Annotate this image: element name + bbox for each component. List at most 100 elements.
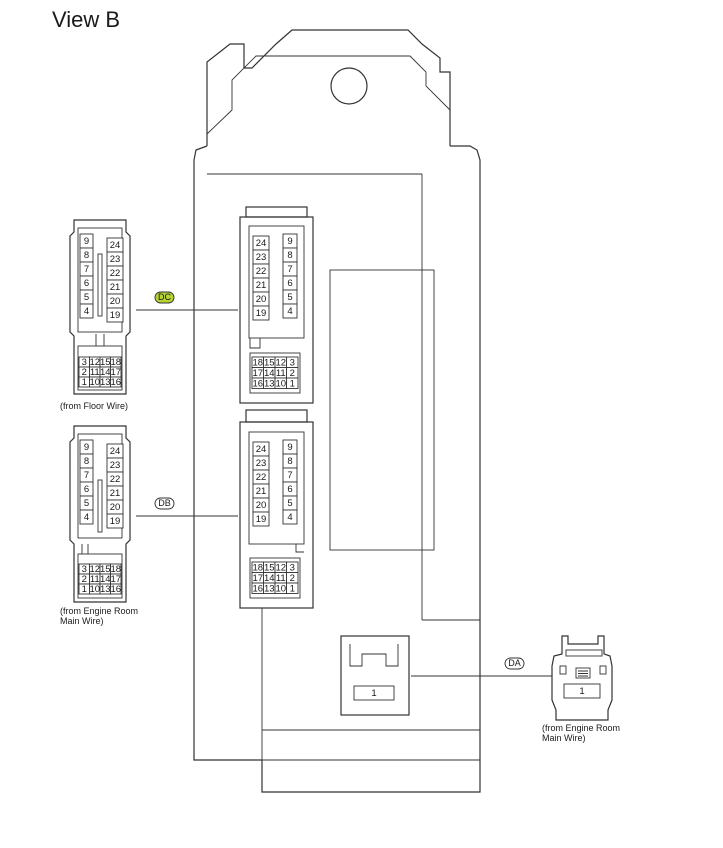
db-socket-pin: 9 xyxy=(287,442,292,453)
db-plug-caption-line2: Main Wire) xyxy=(60,616,104,626)
dc-plug-pin: 1 xyxy=(82,377,87,388)
dc-socket-pin: 10 xyxy=(275,378,286,389)
db-socket-pin: 8 xyxy=(287,456,292,467)
db-plug-pin: 10 xyxy=(89,584,100,595)
db-plug-pin: 1 xyxy=(82,584,87,595)
dc-plug-pin: 8 xyxy=(84,250,89,261)
dc-plug-pin: 14 xyxy=(100,367,111,378)
db-plug-pin: 23 xyxy=(110,460,121,471)
dc-plug-pin: 11 xyxy=(90,367,100,378)
dc-socket-pin: 22 xyxy=(256,266,267,277)
db-socket-pin: 1 xyxy=(290,583,295,594)
db-plug-pin: 6 xyxy=(84,484,89,495)
dc-plug-pin: 20 xyxy=(110,296,121,307)
da-socket-pin: 1 xyxy=(371,688,376,699)
db-socket-pin: 21 xyxy=(256,486,267,497)
dc-socket-pin: 17 xyxy=(252,368,263,379)
da-plug-pin: 1 xyxy=(579,686,584,697)
dc-plug-pin: 19 xyxy=(110,310,121,321)
dc-socket-pin-cell xyxy=(252,305,270,321)
dc-socket-pin: 19 xyxy=(256,308,267,319)
db-socket-pin: 24 xyxy=(256,444,267,455)
view-title: View B xyxy=(52,7,120,32)
dc-plug-pin: 18 xyxy=(110,357,121,368)
dc-socket-pin: 2 xyxy=(290,368,295,379)
dc-plug-pin: 13 xyxy=(100,377,111,388)
dc-plug-pin: 24 xyxy=(110,240,121,251)
db-plug-pin: 22 xyxy=(110,474,121,485)
da-code-badge: DA xyxy=(504,657,525,670)
da-plug-caption-line2: Main Wire) xyxy=(542,733,586,743)
dc-socket-pin: 24 xyxy=(256,238,267,249)
dc-plug-pin: 3 xyxy=(82,357,87,368)
db-socket-pin: 13 xyxy=(264,583,275,594)
db-plug-caption-line1: (from Engine Room xyxy=(60,606,138,616)
db-socket-pin: 6 xyxy=(287,484,292,495)
db-socket-pin: 7 xyxy=(287,470,292,481)
db-plug-pin-cell xyxy=(79,509,94,525)
db-socket-pin: 18 xyxy=(252,562,263,573)
dc-plug-pin-cell xyxy=(106,307,124,323)
dc-socket-pin-cell xyxy=(286,377,299,389)
db-plug-pin-cell xyxy=(106,513,124,529)
db-socket-pin: 17 xyxy=(252,573,263,584)
connector-da-plug: 1 xyxy=(551,635,613,721)
db-socket-pin: 14 xyxy=(264,573,275,584)
dc-plug-pin: 6 xyxy=(84,278,89,289)
db-code-badge: DB xyxy=(154,497,175,510)
dc-plug-pin: 5 xyxy=(84,292,89,303)
db-socket-pin-cell xyxy=(252,511,270,527)
relay-block xyxy=(329,269,435,551)
dc-socket-pin: 15 xyxy=(264,357,275,368)
dc-plug-pin: 4 xyxy=(84,306,89,317)
db-code: DB xyxy=(158,498,171,508)
dc-socket-pin: 1 xyxy=(290,378,295,389)
db-plug-pin-cell xyxy=(110,583,122,595)
db-plug-pin: 7 xyxy=(84,470,89,481)
dc-plug-pin: 10 xyxy=(89,377,100,388)
dc-socket-pin: 14 xyxy=(264,368,275,379)
db-plug-pin: 24 xyxy=(110,446,121,457)
dc-socket-pin: 23 xyxy=(256,252,267,263)
dc-code: DC xyxy=(158,292,171,302)
db-plug-pin: 5 xyxy=(84,498,89,509)
dc-plug-pin: 9 xyxy=(84,236,89,247)
dc-code-badge: DC xyxy=(154,291,175,304)
dc-socket-pin: 7 xyxy=(287,264,292,275)
dc-plug-pin: 17 xyxy=(110,367,121,378)
dc-plug-pin: 15 xyxy=(100,357,111,368)
db-plug-pin: 20 xyxy=(110,502,121,513)
db-plug-pin: 13 xyxy=(100,584,111,595)
mounting-hole xyxy=(330,67,368,105)
db-plug-pin: 17 xyxy=(110,574,121,585)
dc-plug-pin: 22 xyxy=(110,268,121,279)
dc-plug-pin-cell xyxy=(79,303,94,319)
db-plug-pin: 12 xyxy=(89,564,100,575)
dc-socket-pin: 4 xyxy=(287,306,292,317)
db-socket-pin: 23 xyxy=(256,458,267,469)
dc-socket-pin: 8 xyxy=(287,250,292,261)
da-plug-caption-line1: (from Engine Room xyxy=(542,723,620,733)
db-plug-pin: 16 xyxy=(110,584,121,595)
db-socket-pin-cell xyxy=(286,582,299,594)
db-socket-pin-cell xyxy=(282,509,298,525)
dc-socket-pin: 9 xyxy=(287,236,292,247)
db-plug-pin: 21 xyxy=(110,488,121,499)
db-plug-pin: 11 xyxy=(90,574,100,585)
dc-plug-pin-cell xyxy=(110,376,122,388)
dc-socket-pin: 18 xyxy=(252,357,263,368)
dc-plug-pin: 7 xyxy=(84,264,89,275)
connector-da-socket: 1 xyxy=(340,635,410,716)
dc-socket-pin: 5 xyxy=(287,292,292,303)
db-socket-pin: 20 xyxy=(256,500,267,511)
db-socket-pin: 22 xyxy=(256,472,267,483)
dc-socket-pin: 13 xyxy=(264,378,275,389)
db-socket-pin: 15 xyxy=(264,562,275,573)
db-socket-pin: 3 xyxy=(290,562,295,573)
dc-socket-pin: 12 xyxy=(275,357,286,368)
dc-plug-pin: 16 xyxy=(110,377,121,388)
dc-plug-pin: 21 xyxy=(110,282,121,293)
